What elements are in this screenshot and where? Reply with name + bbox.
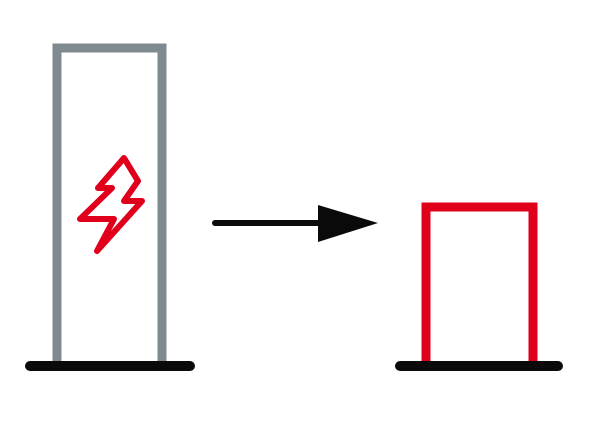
- arrow-head: [318, 205, 378, 242]
- arrow-right-icon: [212, 205, 378, 242]
- short-frame: [421, 202, 538, 365]
- lightning-bolt-icon: [77, 155, 145, 254]
- before-structure: [25, 43, 195, 371]
- after-structure: [395, 202, 563, 371]
- tall-frame: [52, 43, 167, 365]
